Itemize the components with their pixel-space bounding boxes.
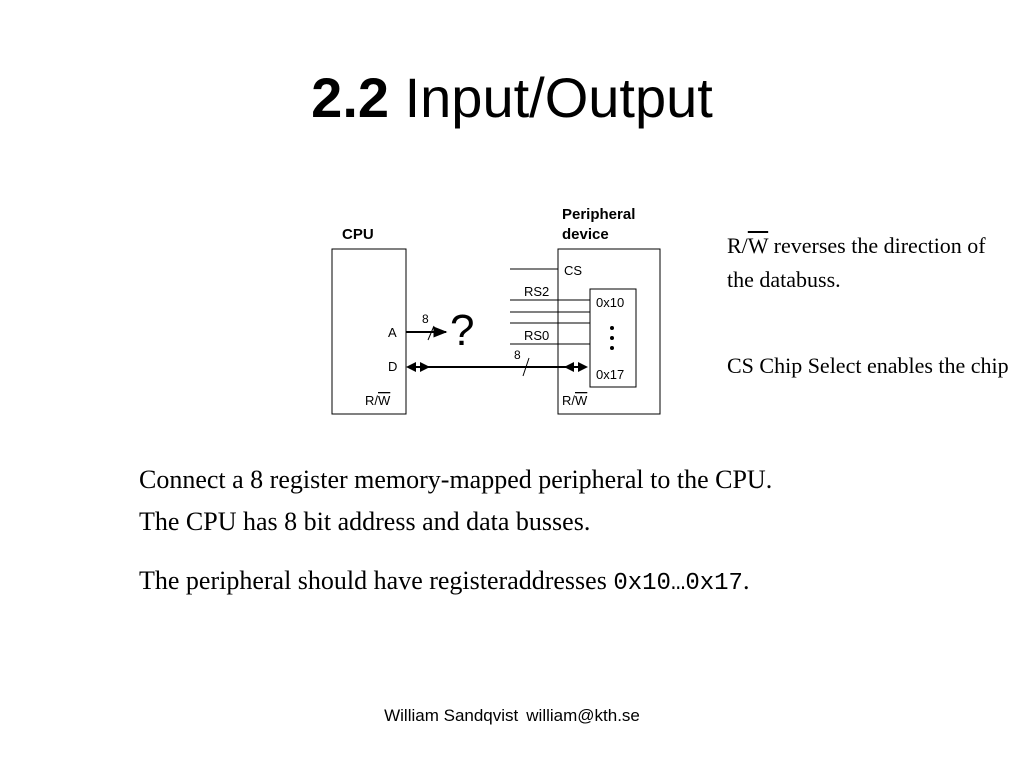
- data-bus-arrow-right: [578, 362, 588, 372]
- register-first: 0x10: [596, 295, 624, 310]
- cs-note: CS Chip Select enables the chip: [727, 353, 1009, 378]
- cpu-pin-a: A: [388, 325, 397, 340]
- rw-note-text: reverses the direction of the databuss.: [727, 233, 986, 292]
- footer-email: william@kth.se: [526, 706, 640, 725]
- rs2-label: RS2: [524, 284, 549, 299]
- rs0-label: RS0: [524, 328, 549, 343]
- register-block: [589, 288, 637, 388]
- data-bus-arrow-right-2: [564, 362, 574, 372]
- rw-note-w: W: [747, 233, 769, 258]
- peripheral-label-line2: device: [562, 226, 609, 243]
- rw-note: R/W reverses the direction of the databu…: [727, 229, 1017, 297]
- io-diagram: CPU A D R/W Peripheral device CS R/W 0x1…: [331, 206, 661, 415]
- data-bus-arrow-left-2: [420, 362, 430, 372]
- body-line-3-prefix: The peripheral should have registeraddre…: [139, 566, 614, 595]
- cpu-label: CPU: [342, 226, 374, 243]
- slide-title: 2.2 Input/Output: [0, 62, 1024, 134]
- cpu-pin-rw: R/W: [365, 393, 391, 408]
- body-line-3: The peripheral should have registeraddre…: [139, 562, 1019, 603]
- body-line-1: Connect a 8 register memory-mapped perip…: [139, 465, 773, 494]
- register-last: 0x17: [596, 367, 624, 382]
- peripheral-pin-rw: R/W: [562, 393, 588, 408]
- address-bus-slash: [427, 325, 435, 341]
- body-line-3-suffix: .: [742, 566, 750, 595]
- data-bus-slash: [522, 357, 530, 377]
- peripheral-pin-cs: CS: [564, 263, 582, 278]
- register-range-code: 0x10…0x17: [613, 570, 743, 597]
- footer: William Sandqvist william@kth.se: [0, 706, 1024, 726]
- ellipsis-dot: [610, 326, 614, 330]
- body-line-2: The CPU has 8 bit address and data busse…: [139, 507, 591, 536]
- rw-note-r: R/: [727, 233, 748, 258]
- title-text: Input/Output: [404, 66, 713, 129]
- data-bus-arrow-left: [406, 362, 416, 372]
- footer-name: William Sandqvist: [384, 706, 519, 725]
- cpu-pin-d: D: [388, 359, 397, 374]
- address-bus-width: 8: [422, 312, 429, 326]
- question-mark: ?: [450, 306, 474, 355]
- title-number: 2.2: [311, 66, 390, 129]
- data-bus-width: 8: [514, 348, 521, 362]
- peripheral-label-line1: Peripheral: [562, 206, 635, 223]
- ellipsis-dot: [610, 336, 614, 340]
- ellipsis-dot: [610, 346, 614, 350]
- peripheral-box: [557, 248, 661, 415]
